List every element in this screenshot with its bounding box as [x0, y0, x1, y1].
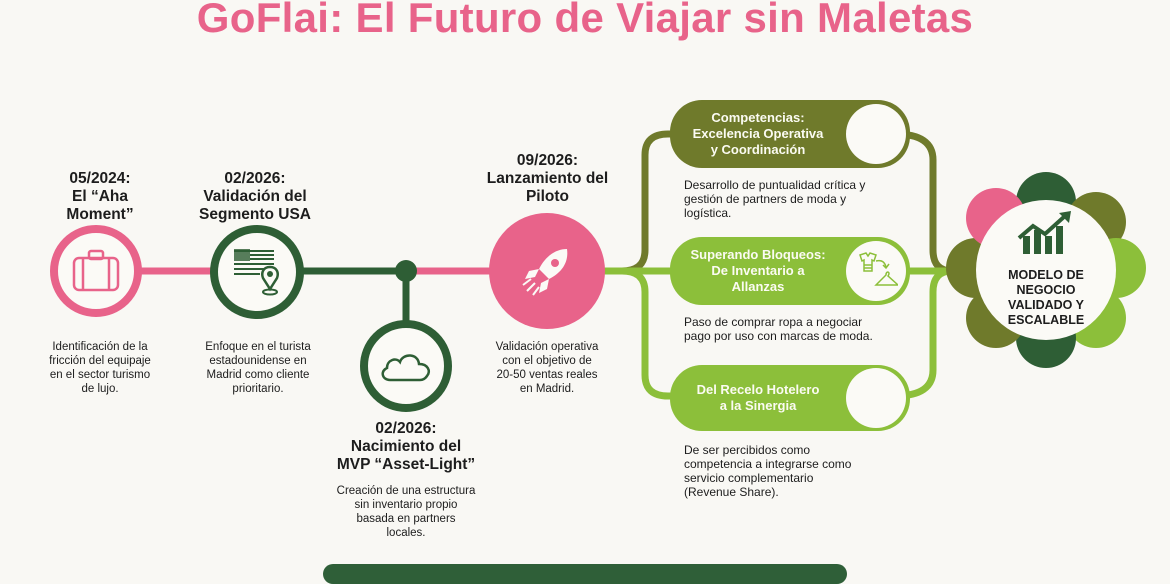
- milestone-1-description: Identificación de la fricción del equipa…: [49, 341, 151, 395]
- branch-1-description: Desarrollo de puntualidad crítica y gest…: [684, 178, 866, 220]
- goal-text: MODELO DE NEGOCIO VALIDADO Y ESCALABLE: [1007, 268, 1085, 327]
- cloud-icon: [381, 354, 430, 382]
- milestone-3-description: Creación de una estructura sin inventari…: [336, 485, 476, 539]
- milestone-2-node: [210, 225, 304, 319]
- goal-flower: [946, 172, 1146, 368]
- milestone-3-node: [360, 320, 452, 412]
- page-title: GoFlai: El Futuro de Viajar sin Maletas: [196, 0, 974, 41]
- usa-flag-location-icon: [234, 249, 279, 296]
- milestone-2-date: 02/2026:: [224, 170, 286, 187]
- rocket-icon: [522, 249, 568, 296]
- goal-icon-wrap: [1006, 210, 1086, 260]
- branch-2-icon-circle: [846, 241, 906, 301]
- branch-3-description: De ser percibidos como competencia a int…: [684, 443, 852, 499]
- milestone-2-heading: 02/2026: Validación del Segmento USA: [180, 170, 330, 224]
- milestone-1-date: 05/2024:: [69, 170, 131, 187]
- branch-3-label: Del Recelo Hotelero a la Sinergia: [696, 382, 820, 413]
- bottom-banner: [323, 564, 847, 584]
- milestone-4-date: 09/2026:: [516, 152, 579, 169]
- branch-2-label: Superando Bloqueos: De Inventario a Alla…: [690, 247, 826, 294]
- branch-1-pill: Competencias: Excelencia Operativa y Coo…: [670, 100, 910, 168]
- clothes-to-hanger-icon: [859, 252, 898, 286]
- branch-2-pill: Superando Bloqueos: De Inventario a Alla…: [670, 237, 910, 305]
- milestone-4-node: [489, 213, 605, 329]
- branch-3-pill: Del Recelo Hotelero a la Sinergia: [670, 365, 910, 431]
- milestone-3-date: 02/2026:: [375, 420, 437, 437]
- milestone-3-heading: 02/2026: Nacimiento del MVP “Asset-Light…: [315, 420, 497, 474]
- milestone-4-description: Validación operativa con el objetivo de …: [495, 341, 599, 395]
- milestone-4-heading: 09/2026: Lanzamiento del Piloto: [470, 152, 625, 206]
- suitcase-icon: [72, 249, 120, 292]
- growth-chart-icon: [1017, 211, 1071, 254]
- milestone-1-heading: 05/2024: El “Aha Moment”: [40, 170, 160, 224]
- branch-1-empty-circle-icon: [846, 104, 906, 164]
- branch-2-description: Paso de comprar ropa a negociar pago por…: [684, 315, 873, 343]
- milestone-2-description: Enfoque en el turista estadounidense en …: [205, 341, 311, 395]
- milestone-1-node: [50, 225, 142, 317]
- branch-1-label: Competencias: Excelencia Operativa y Coo…: [692, 110, 824, 157]
- timeline-connectors: [140, 130, 1146, 400]
- branch-3-empty-circle-icon: [846, 368, 906, 428]
